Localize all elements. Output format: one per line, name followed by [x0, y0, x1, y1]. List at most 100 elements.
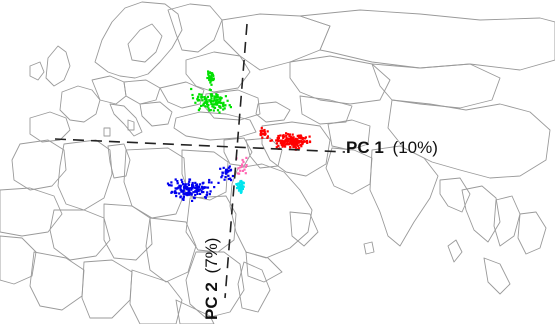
sample-point — [180, 178, 183, 181]
sample-point — [242, 160, 245, 164]
sample-point — [209, 190, 212, 193]
sample-point — [222, 101, 225, 104]
sample-point — [298, 134, 301, 137]
sample-point — [284, 139, 288, 142]
sample-point — [224, 104, 227, 107]
sample-point — [277, 134, 280, 138]
sample-point — [170, 184, 173, 187]
sample-point — [240, 165, 244, 168]
sample-point — [210, 77, 213, 80]
sample-point — [243, 168, 246, 171]
sample-point — [205, 103, 209, 106]
sample-point — [262, 133, 265, 136]
sample-point — [198, 107, 201, 110]
sample-point — [212, 103, 215, 106]
sample-point — [208, 75, 211, 78]
sample-point — [224, 175, 227, 179]
sample-point — [285, 136, 288, 139]
sample-point — [237, 185, 240, 188]
sample-point — [299, 134, 302, 137]
sample-point — [294, 137, 297, 140]
sample-point — [170, 190, 174, 193]
sample-point — [227, 177, 230, 181]
sample-point — [197, 188, 201, 191]
sample-point — [204, 186, 207, 189]
sample-point — [217, 181, 220, 184]
sample-point — [242, 182, 245, 185]
sample-point — [190, 188, 193, 191]
sample-point — [289, 140, 292, 143]
sample-point — [297, 145, 300, 148]
sample-point — [187, 189, 190, 192]
sample-point — [266, 130, 269, 133]
sample-point — [220, 176, 223, 179]
sample-point — [228, 104, 231, 107]
sample-point — [206, 186, 210, 189]
sample-point — [218, 101, 221, 104]
sample-point — [200, 186, 203, 189]
sample-point — [263, 128, 266, 132]
sample-point — [241, 184, 244, 187]
sample-point — [290, 140, 293, 143]
sample-point — [199, 188, 202, 191]
sample-point — [216, 109, 220, 112]
sample-point — [215, 99, 218, 102]
sample-point — [283, 140, 286, 143]
sample-point — [211, 94, 214, 97]
sample-point — [269, 139, 272, 142]
sample-point — [202, 102, 205, 105]
sample-point — [282, 134, 285, 137]
sample-point — [296, 134, 299, 137]
sample-point — [292, 140, 295, 143]
pca-sample-points — [166, 70, 312, 202]
sample-point — [206, 105, 209, 108]
sample-point — [227, 166, 230, 169]
sample-point — [212, 77, 215, 80]
sample-point — [184, 183, 187, 186]
sample-point — [301, 141, 304, 145]
sample-point — [239, 184, 242, 187]
sample-point — [230, 179, 233, 182]
sample-point — [212, 74, 215, 77]
pc1-axis-line — [54, 138, 346, 153]
sample-point — [260, 129, 263, 132]
sample-point — [239, 186, 242, 189]
pc1-variance: (10%) — [393, 138, 438, 157]
pc2-label: PC 2 (7%) — [202, 238, 221, 320]
sample-point — [213, 98, 216, 101]
sample-point — [186, 187, 189, 190]
sample-point — [219, 98, 222, 101]
sample-point — [191, 97, 195, 100]
sample-point — [270, 139, 273, 142]
sample-point — [237, 167, 240, 170]
sample-point — [292, 146, 295, 149]
sample-point — [212, 109, 215, 112]
sample-point — [300, 136, 303, 139]
sample-point — [277, 144, 280, 147]
sample-point — [223, 107, 226, 110]
sample-point — [201, 191, 204, 194]
pc1-name: PC 1 — [346, 138, 384, 157]
sample-point — [182, 196, 185, 199]
sample-point — [239, 169, 242, 172]
sample-point — [277, 136, 280, 140]
sample-point — [236, 172, 239, 175]
sample-point — [288, 133, 291, 136]
sample-point — [207, 70, 210, 73]
sample-point — [182, 192, 185, 195]
sample-point — [190, 193, 193, 196]
sample-point — [188, 178, 191, 181]
sample-point — [189, 191, 192, 194]
sample-point — [240, 182, 244, 185]
sample-point — [263, 133, 266, 136]
sample-point — [294, 145, 297, 148]
sample-point — [182, 195, 185, 198]
pc1-label: PC 1 (10%) — [346, 138, 438, 157]
sample-point — [281, 145, 284, 148]
sample-point — [260, 126, 263, 130]
sample-point — [308, 140, 312, 143]
sample-point — [179, 186, 182, 189]
sample-point — [196, 186, 199, 189]
sample-point — [262, 129, 265, 132]
